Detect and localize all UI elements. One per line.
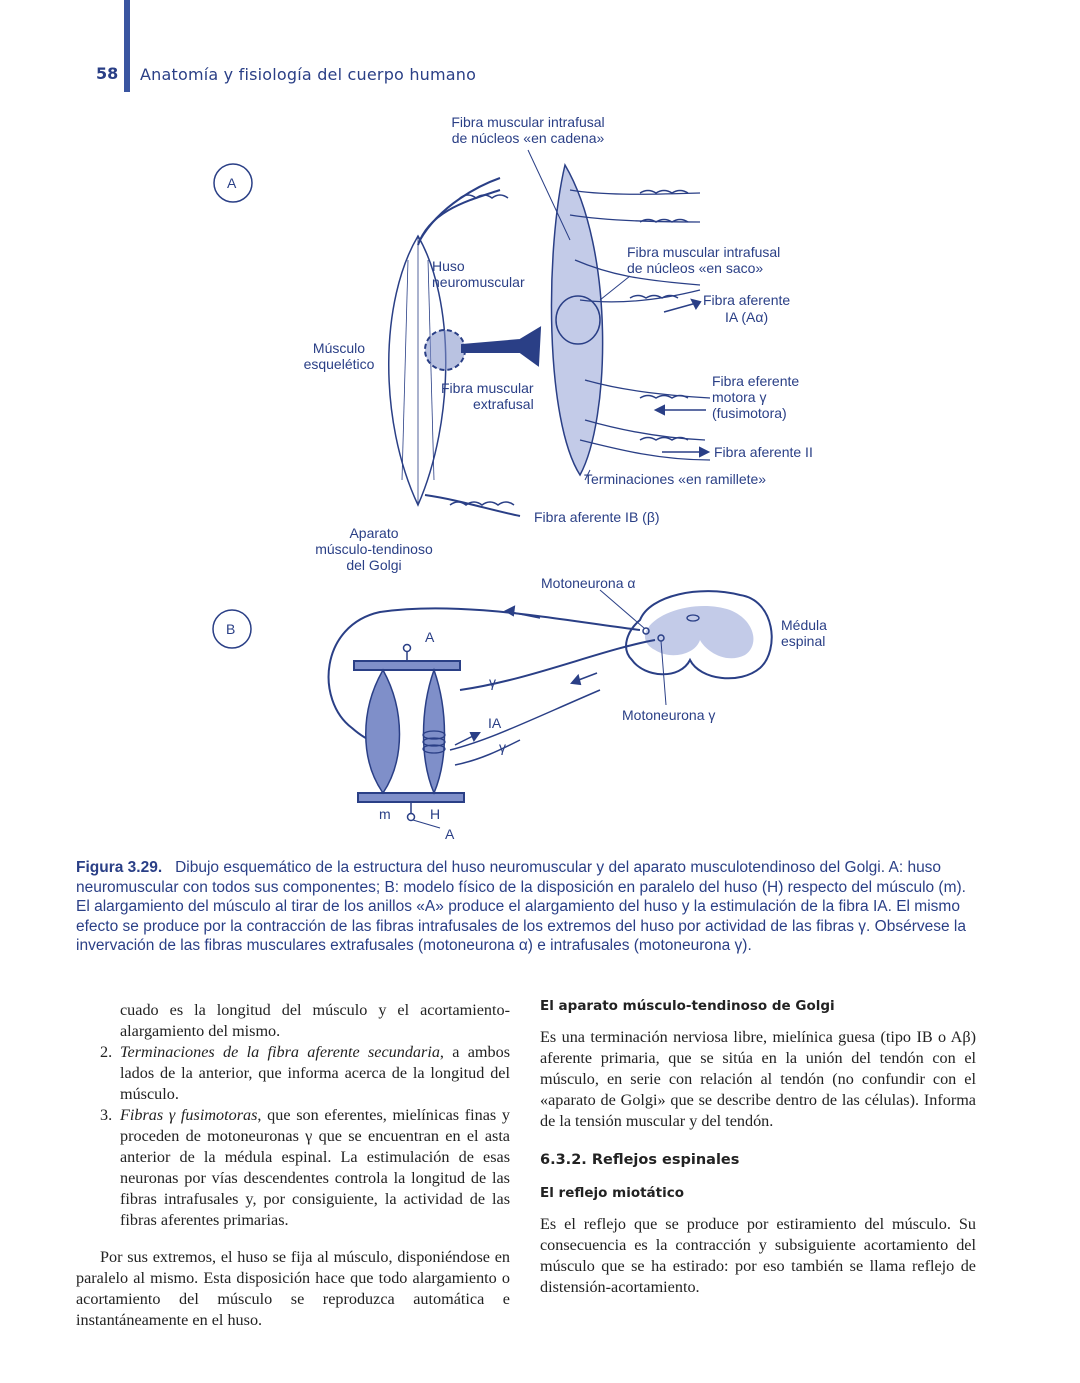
label-a-bottom: A: [445, 826, 455, 842]
label-panel-b: B: [226, 621, 235, 637]
running-title: Anatomía y fisiología del cuerpo humano: [140, 65, 477, 84]
label-cadena-2: de núcleos «en cadena»: [452, 130, 605, 146]
header-bar: [124, 0, 130, 92]
list-number-2: 2.: [100, 1043, 113, 1061]
list-number-3: 3.: [100, 1106, 113, 1124]
label-golgi-1: Aparato: [349, 525, 398, 541]
label-medula-2: espinal: [781, 633, 825, 649]
list-item-3-italic: Fibras γ fusimotoras: [120, 1106, 258, 1124]
panel-a-circle: [213, 163, 253, 203]
label-aferente-ii: Fibra aferente II: [714, 444, 813, 460]
caption-text: Dibujo esquemático de la estructura del …: [76, 859, 966, 955]
zoom-arrow: [461, 326, 542, 367]
paragraph-golgi: Es una terminación nerviosa libre, mielí…: [540, 1028, 976, 1130]
label-ia: IA: [488, 715, 502, 731]
label-aferente-ia-1: Fibra aferente: [703, 292, 790, 308]
label-aferente-ia-2: IA (Aα): [725, 309, 768, 325]
label-a-top: A: [425, 629, 435, 645]
label-saco-2: de núcleos «en saco»: [627, 260, 763, 276]
right-column: El aparato músculo-tendinoso de Golgi Es…: [540, 996, 976, 1298]
list-item-3-text: , que son eferentes, mielínicas finas y …: [120, 1106, 510, 1229]
label-motoneurona-gamma: Motoneurona γ: [622, 707, 715, 723]
label-panel-a: A: [227, 175, 237, 191]
label-gamma-1: γ: [489, 674, 496, 690]
list-item-2-text: , a ambos lados de la anterior, que info…: [120, 1043, 511, 1103]
label-eferente-2: motora γ: [712, 389, 766, 405]
label-saco-1: Fibra muscular intrafusal: [627, 244, 780, 260]
heading-golgi: El aparato músculo-tendinoso de Golgi: [540, 998, 835, 1014]
label-motoneurona-alfa: Motoneurona α: [541, 575, 636, 591]
heading-reflejos: 6.3.2. Reflejos espinales: [540, 1152, 740, 1168]
list-item-2: 2. Terminaciones de la fibra aferente sec…: [76, 1042, 510, 1105]
muscle-m: [365, 668, 401, 795]
label-m: m: [379, 806, 391, 822]
bottom-plate: [357, 792, 465, 803]
list-item-2-italic: Terminaciones de la fibra aferente secun…: [120, 1043, 440, 1061]
label-extrafusal-1: Fibra muscular: [441, 380, 534, 396]
label-medula-1: Médula: [781, 617, 827, 633]
zoom-circle: [424, 329, 466, 371]
label-eferente-3: (fusimotora): [712, 405, 787, 421]
label-extrafusal-2: extrafusal: [473, 396, 534, 412]
spinal-cord: [625, 590, 773, 680]
figure-caption: Figura 3.29. Dibujo esquemático de la es…: [76, 858, 978, 956]
label-cadena-1: Fibra muscular intrafusal: [451, 114, 604, 130]
list-continuation: cuado es la longitud del músculo y el ac…: [120, 1001, 510, 1040]
figure-3-29: A B Fibra muscular intrafusal de núcleos…: [212, 114, 827, 842]
label-musculo-1: Músculo: [313, 340, 365, 356]
label-eferente-1: Fibra eferente: [712, 373, 799, 389]
label-huso-1: Huso: [432, 258, 465, 274]
label-huso-2: neuromuscular: [432, 274, 525, 290]
page-number: 58: [96, 64, 119, 83]
top-plate: [353, 660, 461, 671]
caption-label: Figura 3.29.: [76, 859, 163, 876]
label-aferente-ib: Fibra aferente IB (β): [534, 509, 660, 525]
label-golgi-2: músculo-tendinoso: [315, 541, 433, 557]
label-ramillete: Terminaciones «en ramillete»: [584, 471, 766, 487]
left-paragraph: Por sus extremos, el huso se fija al mús…: [76, 1248, 510, 1329]
label-gamma-2: γ: [499, 739, 506, 755]
panel-b-circle: [212, 609, 252, 649]
label-golgi-3: del Golgi: [346, 557, 401, 573]
heading-miotatico: El reflejo miotático: [540, 1185, 685, 1201]
spindle-detail: [550, 163, 604, 477]
label-musculo-2: esquelético: [304, 356, 375, 372]
list-item-3: 3. Fibras γ fusimotoras, que son eferente…: [76, 1105, 510, 1231]
label-h: H: [430, 806, 440, 822]
paragraph-miotatico: Es el reflejo que se produce por estiram…: [540, 1215, 976, 1296]
left-column: cuado es la longitud del músculo y el ac…: [76, 1000, 510, 1331]
